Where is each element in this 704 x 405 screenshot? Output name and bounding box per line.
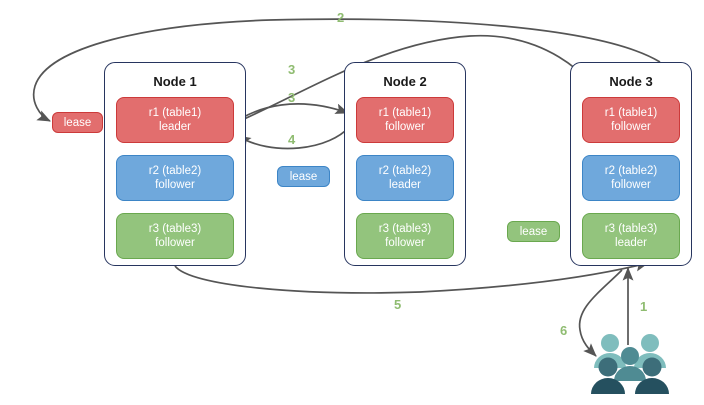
replica-name: r3 (table3) xyxy=(378,223,432,235)
replica-role: follower xyxy=(385,237,425,249)
replica-list: r1 (table1) leader r2 (table2) follower … xyxy=(116,97,234,259)
replica-name: r1 (table1) xyxy=(378,107,432,119)
replica-name: r1 (table1) xyxy=(604,107,658,119)
replica-role: follower xyxy=(155,237,195,249)
edge-label-4: 4 xyxy=(288,132,296,147)
replica-card-r2[interactable]: r2 (table2) leader xyxy=(356,155,454,201)
node-title: Node 2 xyxy=(383,74,427,89)
edge-label-1: 1 xyxy=(640,299,648,314)
replica-card-r1[interactable]: r1 (table1) follower xyxy=(356,97,454,143)
replica-role: leader xyxy=(389,179,421,191)
replica-role: follower xyxy=(385,121,425,133)
lease-label: lease xyxy=(289,170,318,183)
edge-label-2: 2 xyxy=(337,10,345,25)
edge-label-3-upper: 3 xyxy=(288,62,296,77)
node-card-node2[interactable]: Node 2 r1 (table1) follower r2 (table2) … xyxy=(344,62,466,266)
edge-label-5: 5 xyxy=(394,297,402,312)
replica-card-r3[interactable]: r3 (table3) follower xyxy=(116,213,234,259)
replica-name: r2 (table2) xyxy=(604,165,658,177)
replica-role: follower xyxy=(611,179,651,191)
replica-name: r2 (table2) xyxy=(148,165,202,177)
replica-list: r1 (table1) follower r2 (table2) leader … xyxy=(356,97,454,259)
lease-label: lease xyxy=(519,225,548,238)
node-card-node1[interactable]: Node 1 r1 (table1) leader r2 (table2) fo… xyxy=(104,62,246,266)
arrow-3-lower xyxy=(227,103,349,128)
node-title: Node 1 xyxy=(153,74,197,89)
lease-badge-node1[interactable]: lease xyxy=(52,112,103,133)
replica-card-r1[interactable]: r1 (table1) leader xyxy=(116,97,234,143)
replica-card-r3[interactable]: r3 (table3) leader xyxy=(582,213,680,259)
users-icon xyxy=(591,334,669,394)
lease-badge-node2[interactable]: lease xyxy=(277,166,330,187)
replica-role: follower xyxy=(611,121,651,133)
replica-name: r3 (table3) xyxy=(148,223,202,235)
replica-card-r1[interactable]: r1 (table1) follower xyxy=(582,97,680,143)
replica-card-r3[interactable]: r3 (table3) follower xyxy=(356,213,454,259)
node-title: Node 3 xyxy=(609,74,653,89)
replica-role: follower xyxy=(155,179,195,191)
replica-name: r2 (table2) xyxy=(378,165,432,177)
edge-label-6: 6 xyxy=(560,323,568,338)
replica-role: leader xyxy=(159,121,191,133)
replica-card-r2[interactable]: r2 (table2) follower xyxy=(582,155,680,201)
lease-label: lease xyxy=(63,116,92,129)
edge-label-3-lower: 3 xyxy=(288,90,296,105)
node-card-node3[interactable]: Node 3 r1 (table1) follower r2 (table2) … xyxy=(570,62,692,266)
replica-name: r1 (table1) xyxy=(148,107,202,119)
lease-badge-node3[interactable]: lease xyxy=(507,221,560,242)
replica-name: r3 (table3) xyxy=(604,223,658,235)
replica-role: leader xyxy=(615,237,647,249)
replica-list: r1 (table1) follower r2 (table2) followe… xyxy=(582,97,680,259)
replica-card-r2[interactable]: r2 (table2) follower xyxy=(116,155,234,201)
arrow-5 xyxy=(174,260,649,294)
